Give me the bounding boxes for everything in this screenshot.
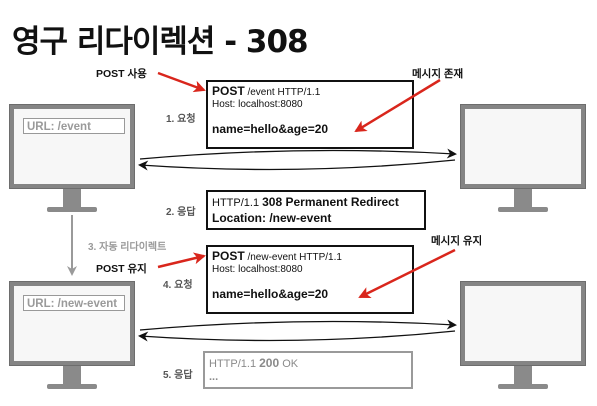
status-code: 200: [259, 356, 280, 370]
host-header: Host: localhost:8080: [212, 99, 303, 110]
status-line: HTTP/1.1 308 Permanent Redirect: [212, 195, 420, 211]
monitor-base: [47, 207, 97, 212]
body-ellipsis: ...: [209, 371, 219, 383]
monitor-base: [498, 384, 548, 389]
step-1-label: 1. 요청: [166, 114, 196, 125]
step-2-label: 2. 응답: [166, 207, 196, 218]
monitor-stand: [514, 366, 532, 384]
status-line: HTTP/1.1 200 OK: [209, 356, 407, 371]
monitor-stand: [63, 189, 81, 207]
message-keep-arrow: [358, 248, 456, 299]
monitor-base: [498, 207, 548, 212]
post-use-arrow: [157, 71, 206, 93]
request-1-arrow: [139, 148, 457, 160]
request-1-box: POST /event HTTP/1.1 Host: localhost:808…: [206, 80, 414, 149]
server-window: [465, 109, 581, 184]
monitor-stand: [63, 366, 81, 384]
response-2-box: HTTP/1.1 200 OK ...: [203, 351, 413, 389]
annotation-message-keep: 메시지 유지: [431, 235, 483, 247]
request-2-arrow: [139, 319, 457, 331]
browser-window: URL: /event: [14, 109, 130, 184]
annotation-message-exists: 메시지 존재: [412, 68, 464, 80]
response-1-box: HTTP/1.1 308 Permanent Redirect Location…: [206, 190, 426, 230]
annotation-post-use: POST 사용: [96, 68, 147, 80]
request-target: /event HTTP/1.1: [244, 87, 321, 98]
browser-window: URL: /new-event: [14, 286, 130, 361]
post-keep-arrow: [157, 252, 206, 269]
http-method: POST: [212, 84, 245, 98]
host-header: Host: localhost:8080: [212, 264, 303, 275]
status-code: 308 Permanent Redirect: [262, 195, 399, 209]
response-1-arrow: [138, 159, 456, 171]
annotation-post-keep: POST 유지: [96, 263, 147, 275]
location-header: Location: /new-event: [212, 211, 332, 225]
step-3-label: 3. 자동 리다이렉트: [88, 242, 167, 253]
http-version: HTTP/1.1: [212, 197, 263, 209]
response-2-arrow: [138, 330, 456, 342]
url-bar[interactable]: URL: /event: [23, 118, 125, 134]
page-title: 영구 리다이렉션 - 308: [12, 24, 309, 60]
http-version: HTTP/1.1: [209, 358, 260, 370]
monitor-stand: [514, 189, 532, 207]
http-method: POST: [212, 249, 245, 263]
request-line: POST /event HTTP/1.1: [212, 85, 408, 99]
request-2-box: POST /new-event HTTP/1.1 Host: localhost…: [206, 245, 414, 314]
status-text: OK: [279, 358, 299, 370]
monitor-base: [47, 384, 97, 389]
request-line: POST /new-event HTTP/1.1: [212, 250, 408, 264]
request-target: /new-event HTTP/1.1: [244, 252, 342, 263]
request-body: name=hello&age=20: [212, 287, 329, 301]
step-4-label: 4. 요청: [163, 280, 193, 291]
step-5-label: 5. 응답: [163, 370, 193, 381]
message-exists-arrow: [354, 78, 441, 133]
url-bar[interactable]: URL: /new-event: [23, 295, 125, 311]
server-window: [465, 286, 581, 361]
request-body: name=hello&age=20: [212, 122, 329, 136]
